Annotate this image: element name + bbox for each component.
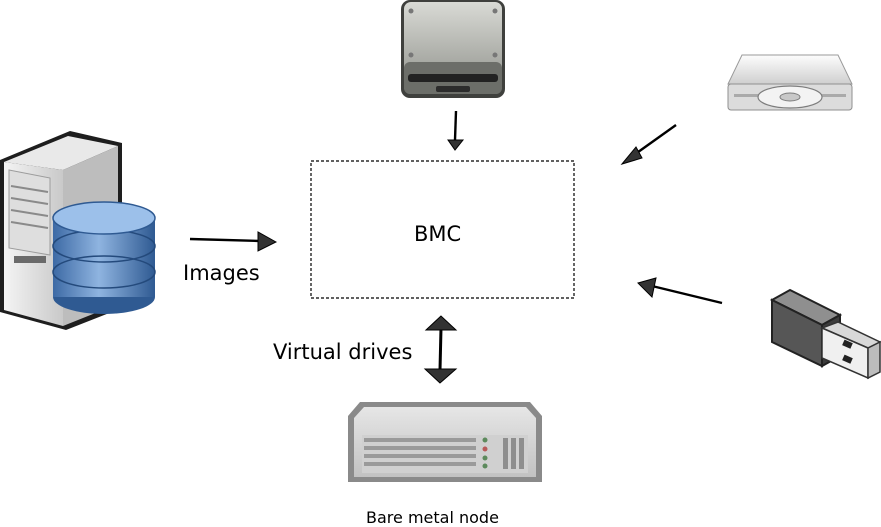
arrow-server-to-bmc [189, 231, 278, 252]
arrow-bmc-node-bidirectional [423, 315, 458, 384]
bare-metal-node-label: Bare metal node [366, 508, 499, 527]
bare-metal-server-icon [348, 402, 542, 482]
arrow-optical-to-bmc [620, 124, 677, 165]
arrow-usb-to-bmc [637, 277, 723, 305]
images-label: Images [183, 261, 260, 285]
bmc-label: BMC [414, 222, 462, 246]
hard-disk-icon [401, 0, 505, 98]
usb-stick-icon [769, 288, 881, 380]
image-server-icon [0, 131, 156, 330]
optical-drive-icon [727, 54, 853, 111]
bmc-box [310, 160, 575, 299]
arrow-hdd-to-bmc [447, 110, 465, 151]
virtual-drives-label: Virtual drives [273, 340, 413, 364]
